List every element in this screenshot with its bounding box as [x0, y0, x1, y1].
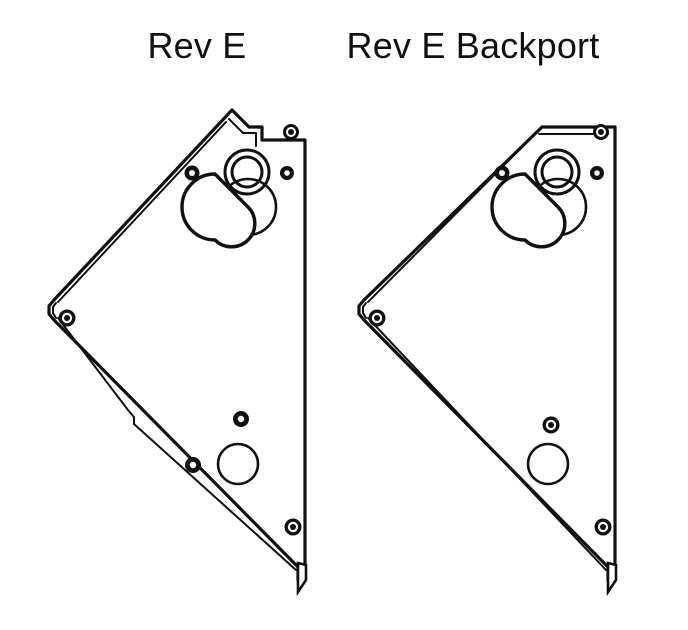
rev-e-lower-small-hole-bore: [237, 415, 245, 423]
rev-e-central-counterbore-ring: [223, 148, 271, 196]
backport-central-counterbore-ring: [533, 148, 581, 196]
rev-e-bottom-tail-flare: [296, 561, 308, 597]
rev-e-inner-offset-left-tip: [52, 302, 57, 319]
rev-e-lower-edge-hole-bore: [189, 461, 197, 469]
rev-e-inner-offset-lower-diagonal-step: [57, 317, 135, 425]
backport-inner-offset-lower-diagonal: [367, 317, 607, 571]
backport-inner-offset-left-tip: [362, 302, 367, 319]
rev-e-upper-edge-hole-bore: [189, 170, 195, 176]
backport-bottom-tail-flare: [606, 561, 618, 597]
backport-lower-large-bore: [526, 442, 570, 486]
rev-e-lower-large-bore: [216, 442, 260, 486]
rev-e-bottom-right-hole: [290, 524, 296, 530]
rev-e-mid-right-hole-bore: [284, 170, 290, 176]
rev-e-inner-offset-upper-diagonal: [57, 121, 227, 303]
part-title-rev-e-backport: Rev E Backport: [347, 25, 600, 66]
backport-mid-right-hole-bore: [594, 170, 600, 176]
part-drawing-rev-e: [47, 108, 308, 597]
part-title-rev-e: Rev E: [147, 25, 246, 66]
backport-top-right-hole: [598, 129, 604, 135]
backport-left-tip-hole: [374, 315, 380, 321]
backport-inner-offset-upper-diagonal: [367, 132, 537, 303]
backport-obround-slot: [490, 172, 567, 249]
backport-central-bore: [540, 155, 574, 189]
rev-e-inner-offset-lower-diagonal-tail: [133, 423, 297, 571]
rev-e-inner-offset-top: [228, 118, 257, 147]
part-drawing-rev-e-backport: [357, 124, 618, 597]
backport-lower-small-hole: [548, 422, 554, 428]
rev-e-left-tip-hole: [64, 315, 70, 321]
backport-upper-edge-hole-bore: [499, 170, 505, 176]
rev-e-central-bore: [230, 155, 264, 189]
rev-e-obround-slot: [180, 172, 257, 249]
rev-e-top-right-hole: [288, 129, 294, 135]
backport-bottom-right-hole: [600, 524, 606, 530]
